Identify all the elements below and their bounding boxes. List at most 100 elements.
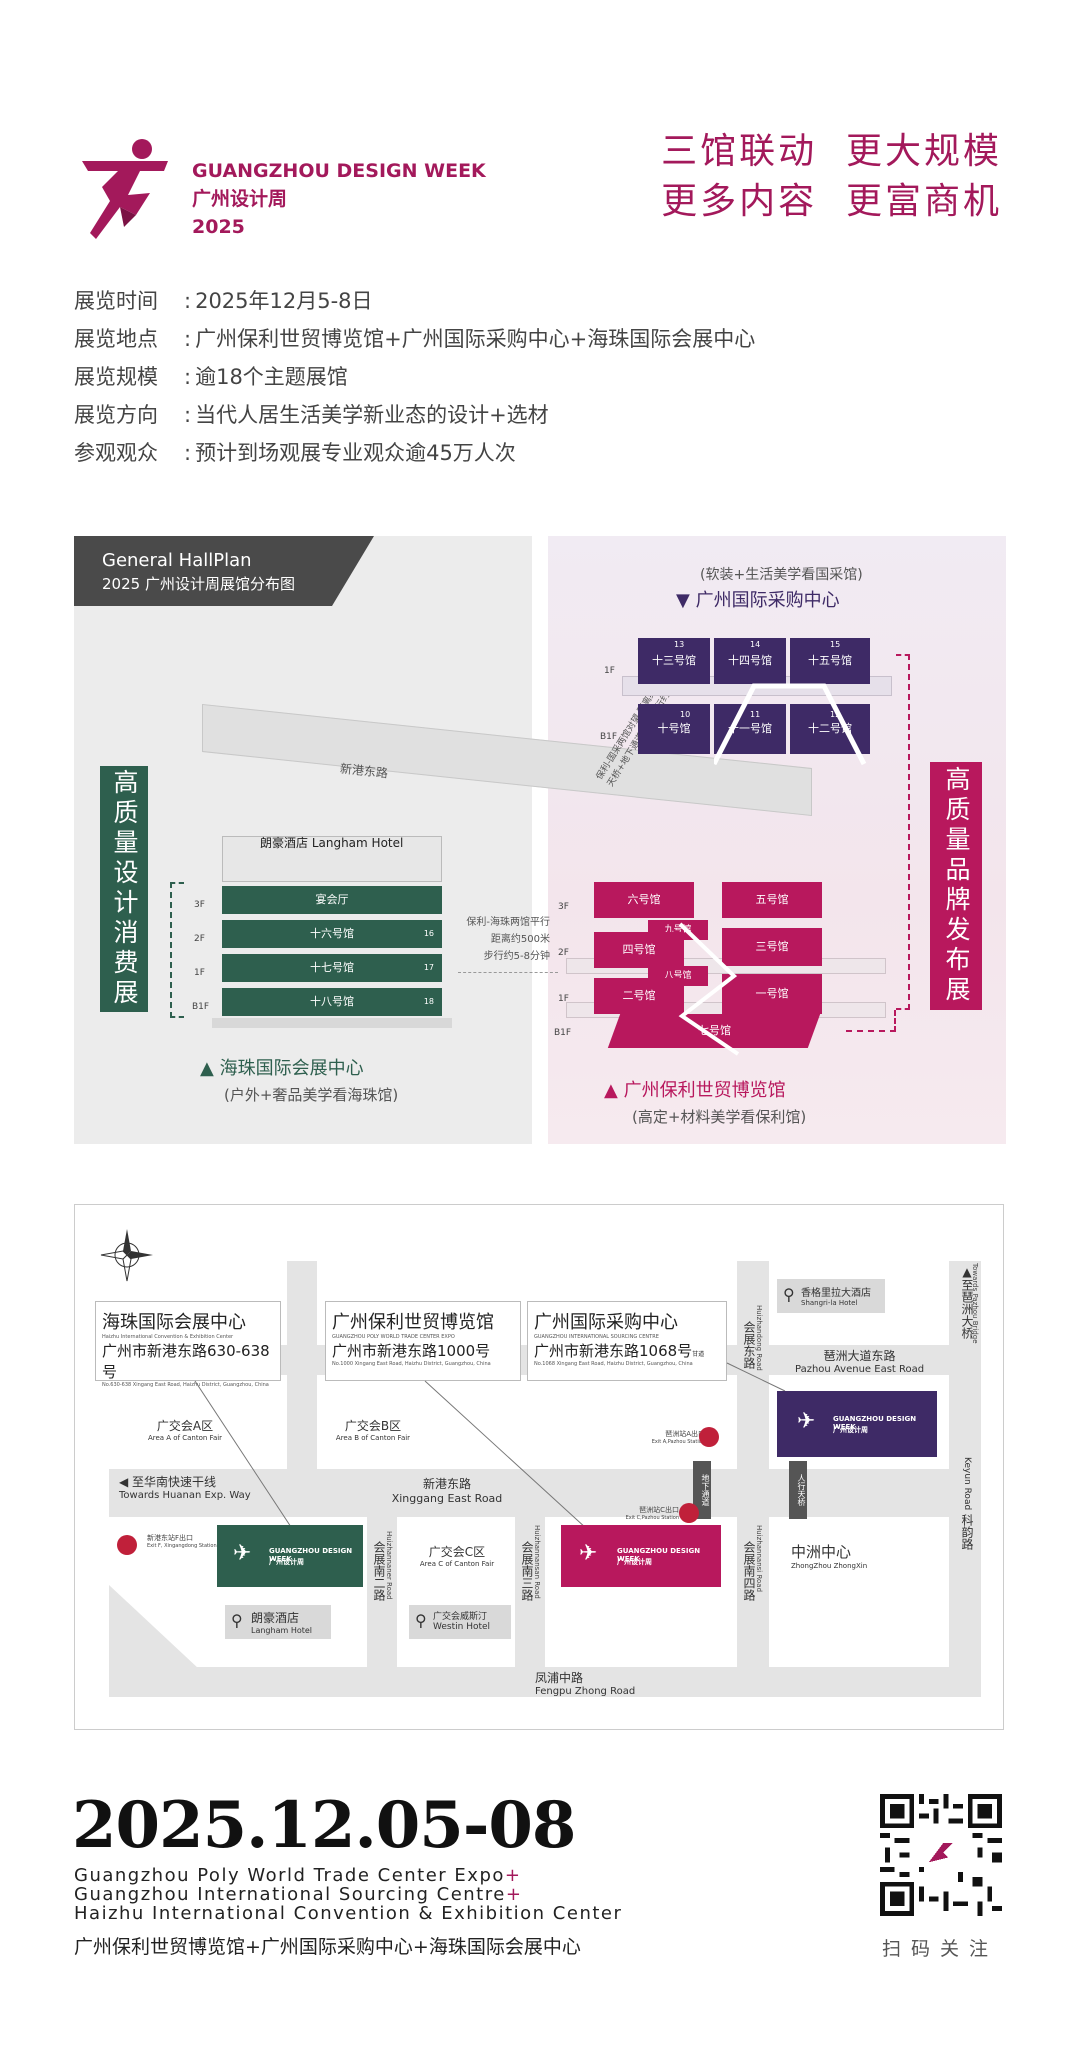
hall-label: 宴会厅 bbox=[315, 893, 349, 906]
keyun-en: Keyun Road bbox=[962, 1457, 972, 1511]
area-c-en: Area C of Canton Fair bbox=[419, 1560, 495, 1568]
card-address-text: 广州市新港东路1068号 bbox=[534, 1342, 693, 1360]
hall-number: 15 bbox=[830, 640, 841, 649]
hall-label: 三号馆 bbox=[755, 940, 789, 953]
left-arrow-icon: ◀ bbox=[119, 1475, 133, 1489]
hall-block-1: 一号馆 bbox=[722, 974, 822, 1014]
info-row-venue: 展览地点:广州保利世贸博览馆+广州国际采购中心+海珠国际会展中心 bbox=[74, 320, 1014, 358]
hall-label: 二号馆 bbox=[622, 989, 656, 1002]
area-b-en: Area B of Canton Fair bbox=[335, 1434, 411, 1442]
fengpu-cn: 凤浦中路 bbox=[535, 1671, 584, 1685]
sourcing-title: ▼ 广州国际采购中心 bbox=[676, 586, 840, 612]
hall-block-4: 四号馆 bbox=[594, 932, 684, 968]
hall-block-2: 二号馆 bbox=[594, 978, 684, 1014]
card-pointer-lines bbox=[194, 1362, 786, 1530]
footer-venues-en: Guangzhou Poly World Trade Center Expo+ … bbox=[74, 1866, 622, 1923]
walk-dash-line bbox=[458, 972, 558, 973]
floor-label: 3F bbox=[558, 902, 569, 912]
road-huizhan-2 bbox=[367, 1517, 397, 1697]
card-address: 广州市新港东路1068号甘道 bbox=[534, 1340, 720, 1361]
haizhu-title: ▲ 海珠国际会展中心 bbox=[200, 1054, 364, 1080]
map-logo-en: GUANGZHOU DESIGN WEEK bbox=[833, 1415, 917, 1431]
poly-title: ▲ 广州保利世贸博览馆 bbox=[604, 1076, 786, 1102]
metro-icon: metro-icon bbox=[699, 1427, 719, 1447]
hall-number: 13 bbox=[674, 640, 685, 649]
map-haizhu-logo: ✈ GUANGZHOU DESIGN WEEK 广州设计周 bbox=[217, 1525, 363, 1587]
hall-label: 九号馆 bbox=[664, 925, 692, 935]
hall-label: 五号馆 bbox=[755, 893, 789, 906]
info-value: 逾18个主题展馆 bbox=[195, 365, 348, 389]
area-a: 广交会A区 Area A of Canton Fair bbox=[115, 1417, 255, 1442]
haizhu-sub: (户外+奢品美学看海珠馆) bbox=[224, 1086, 399, 1104]
info-row-visitors: 参观观众:预计到场观展专业观众逾45万人次 bbox=[74, 434, 1014, 472]
triangle-down-icon: ▼ bbox=[676, 590, 696, 611]
card-subtitle: Haizhu International Convention & Exhibi… bbox=[102, 1334, 234, 1340]
sourcing-name: 广州国际采购中心 bbox=[695, 590, 840, 611]
design-week-logo-icon: ✈ bbox=[233, 1541, 252, 1566]
area-b-cn: 广交会B区 bbox=[344, 1419, 402, 1433]
zhongzhou-en: ZhongZhou ZhongXin bbox=[791, 1562, 868, 1570]
walk-note-line: 距离约500米 bbox=[490, 934, 550, 945]
hall-label: 十五号馆 bbox=[808, 654, 852, 667]
area-c: 广交会C区 Area C of Canton Fair bbox=[407, 1543, 507, 1568]
hall-plan-tag: General HallPlan 2025 广州设计周展馆分布图 bbox=[74, 536, 374, 606]
xingang-en: Xinggang East Road bbox=[391, 1492, 503, 1505]
walk-note: 保利-海珠两馆平行 距离约500米 步行约5-8分钟 bbox=[454, 914, 550, 965]
info-value: 当代人居生活美学新业态的设计+选材 bbox=[195, 403, 549, 427]
metro-a-label: 琶洲站A出口 Exit A,Pazhou Station bbox=[645, 1429, 705, 1445]
card-title: 广州国际采购中心 bbox=[534, 1312, 678, 1333]
fengpu-label: 凤浦中路 Fengpu Zhong Road bbox=[535, 1669, 635, 1697]
westin-marker: ⚲ 广交会威斯汀 Westin Hotel bbox=[409, 1605, 511, 1639]
design-week-logo-icon: ✈ bbox=[797, 1409, 816, 1434]
map-logo-cn: 广州设计周 bbox=[833, 1426, 868, 1434]
langham-cn: 朗豪酒店 bbox=[251, 1611, 300, 1625]
pazhou-bridge-label: ▲至琶洲大桥 bbox=[959, 1265, 976, 1339]
qr-code-icon[interactable] bbox=[880, 1794, 1002, 1916]
metro-a-en: Exit A,Pazhou Station bbox=[651, 1439, 705, 1445]
hall-plan-tag-cn: 2025 广州设计周展馆分布图 bbox=[102, 575, 295, 593]
left-banner: 高质量设计消费展 bbox=[100, 766, 148, 1012]
floor-label: 2F bbox=[558, 948, 569, 958]
footer-en-line: Haizhu International Convention & Exhibi… bbox=[74, 1903, 623, 1924]
langham-en: Langham Hotel bbox=[251, 1626, 313, 1635]
card-address-suffix: 甘道 bbox=[692, 1351, 705, 1358]
hall-label: 八号馆 bbox=[664, 971, 692, 981]
pazhou-ave-cn: 琶洲大道东路 bbox=[823, 1349, 896, 1363]
info-value: 预计到场观展专业观众逾45万人次 bbox=[195, 441, 516, 465]
road-keyun bbox=[949, 1261, 981, 1697]
westin-en: Westin Hotel bbox=[433, 1622, 491, 1632]
zhongzhou-cn: 中洲中心 bbox=[791, 1543, 852, 1561]
huizhan2-en: Huizhannaner Road bbox=[385, 1531, 393, 1600]
metro-c-cn: 琶洲站C出口 bbox=[639, 1506, 679, 1514]
right-bracket-top bbox=[896, 654, 910, 1010]
huizhan3-en: Huizhannansan Road bbox=[533, 1525, 541, 1599]
slogan-line-1: 三馆联动 更大规模 bbox=[661, 131, 1002, 172]
xingang-cn: 新港东路 bbox=[422, 1477, 471, 1491]
hall-number: 11 bbox=[750, 710, 761, 719]
huizhan-east-en: Huizhandong Road bbox=[755, 1305, 763, 1371]
hall-label: 四号馆 bbox=[622, 943, 656, 956]
card-address-en: No.1068 Xingang East Road, Haizhu Distri… bbox=[534, 1361, 693, 1367]
card-title: 海珠国际会展中心 bbox=[102, 1312, 246, 1333]
haizhu-name: 海珠国际会展中心 bbox=[219, 1058, 364, 1079]
event-date: 2025.12.05-08 bbox=[72, 1788, 576, 1863]
huizhan-east-cn: 会展东路 bbox=[742, 1321, 756, 1369]
card-address: 广州市新港东路630-638号 bbox=[102, 1342, 270, 1381]
floor-label: 1F bbox=[558, 994, 569, 1004]
hall-number: 17 bbox=[423, 963, 434, 972]
huizhan4-cn: 会展南四路 bbox=[742, 1541, 756, 1601]
shangri-la-cn: 香格里拉大酒店 bbox=[801, 1288, 871, 1299]
info-label: 参观观众 bbox=[74, 441, 158, 465]
floor-label: B1F bbox=[192, 1002, 210, 1012]
escalator-icon bbox=[678, 922, 740, 1056]
footer-en-line: Guangzhou International Sourcing Centre+ bbox=[74, 1884, 523, 1905]
area-c-cn: 广交会C区 bbox=[428, 1545, 486, 1559]
walk-note-line: 步行约5-8分钟 bbox=[483, 951, 550, 962]
area-b: 广交会B区 Area B of Canton Fair bbox=[313, 1417, 433, 1442]
area-a-en: Area A of Canton Fair bbox=[147, 1434, 223, 1442]
hall-label: 十六号馆 bbox=[310, 927, 354, 940]
map-logo-en: GUANGZHOU DESIGN WEEK bbox=[617, 1547, 701, 1563]
hall-plan: General HallPlan 2025 广州设计周展馆分布图 新港东路 保利… bbox=[74, 536, 1006, 1144]
hall-plan-tag-en: General HallPlan bbox=[102, 550, 252, 571]
